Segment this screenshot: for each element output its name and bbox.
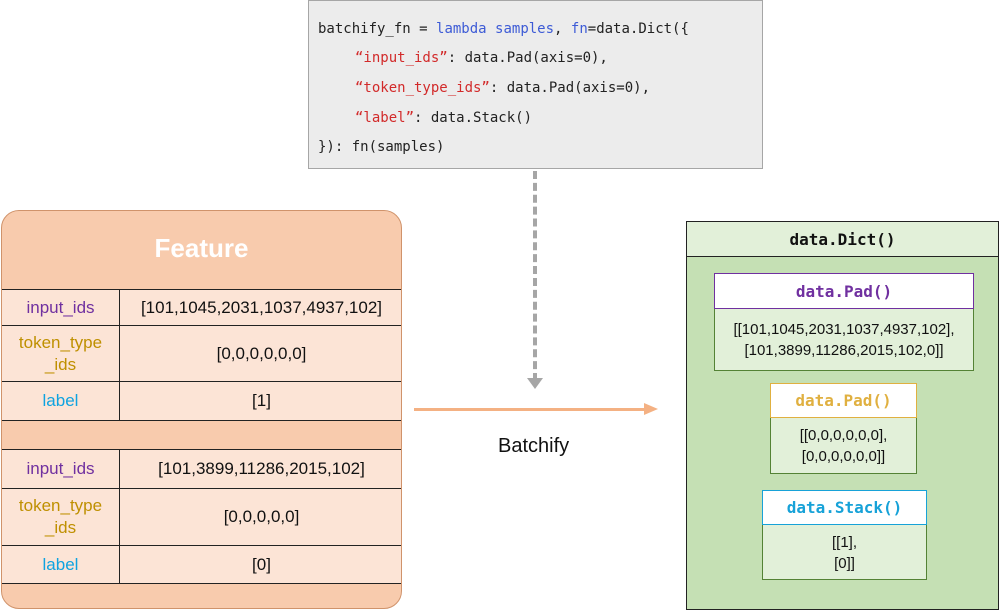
code-line-4: “label”: data.Stack() [355,110,533,126]
stack-box-label: data.Stack() [[1], [0]] [762,490,927,580]
batchify-arrow [414,408,646,411]
feature-value: [101,3899,11286,2015,102] [158,459,365,478]
dashed-connector [533,171,537,381]
dashed-arrow-head [527,378,543,389]
feature-row-input-ids-2: input_ids [101,3899,11286,2015,102] [2,449,401,489]
feature-row-label-1: label [1] [2,381,401,421]
pad-body-token-type-ids: [[0,0,0,0,0,0], [0,0,0,0,0,0]] [799,427,888,465]
dict-header: data.Dict() [687,222,998,257]
feature-row-token-type-ids-2: token_type _ids [0,0,0,0,0] [2,488,401,546]
pad-head-input-ids: data.Pad() [714,273,974,309]
feature-key: token_type _ids [2,489,120,545]
feature-key: label [2,382,120,420]
feature-key: token_type _ids [2,326,120,381]
feature-key: input_ids [2,290,120,325]
stack-head-label: data.Stack() [762,490,927,525]
feature-key: input_ids [2,450,120,488]
code-line-2: “input_ids”: data.Pad(axis=0), [355,50,608,66]
pad-box-token-type-ids: data.Pad() [[0,0,0,0,0,0], [0,0,0,0,0,0]… [770,383,917,474]
batchify-arrow-head [644,403,658,415]
pad-head-token-type-ids: data.Pad() [770,383,917,418]
batchify-label: Batchify [498,435,570,457]
feature-value: [1] [252,391,271,410]
feature-value: [0,0,0,0,0,0] [216,343,307,363]
stack-body-label: [[1], [0]] [831,533,857,572]
feature-panel: Feature input_ids [101,1045,2031,1037,49… [1,210,402,609]
code-snippet: batchify_fn = lambda samples, fn=data.Di… [308,0,763,169]
code-line-1: batchify_fn = lambda samples, fn=data.Di… [318,21,689,37]
feature-value: [101,1045,2031,1037,4937,102] [140,297,383,317]
feature-row-input-ids-1: input_ids [101,1045,2031,1037,4937,102] [2,289,401,326]
code-line-5: }): fn(samples) [318,139,445,155]
feature-key: label [2,546,120,583]
feature-row-label-2: label [0] [2,545,401,584]
pad-body-input-ids: [[101,1045,2031,1037,4937,102], [101,389… [733,321,955,359]
code-line-3: “token_type_ids”: data.Pad(axis=0), [355,80,651,96]
feature-value: [0] [252,554,271,574]
dict-panel: data.Dict() data.Pad() [[101,1045,2031,1… [686,221,999,610]
feature-row-token-type-ids-1: token_type _ids [0,0,0,0,0,0] [2,325,401,382]
feature-title: Feature [154,233,249,263]
pad-box-input-ids: data.Pad() [[101,1045,2031,1037,4937,102… [714,273,974,371]
feature-value: [0,0,0,0,0] [223,507,300,526]
